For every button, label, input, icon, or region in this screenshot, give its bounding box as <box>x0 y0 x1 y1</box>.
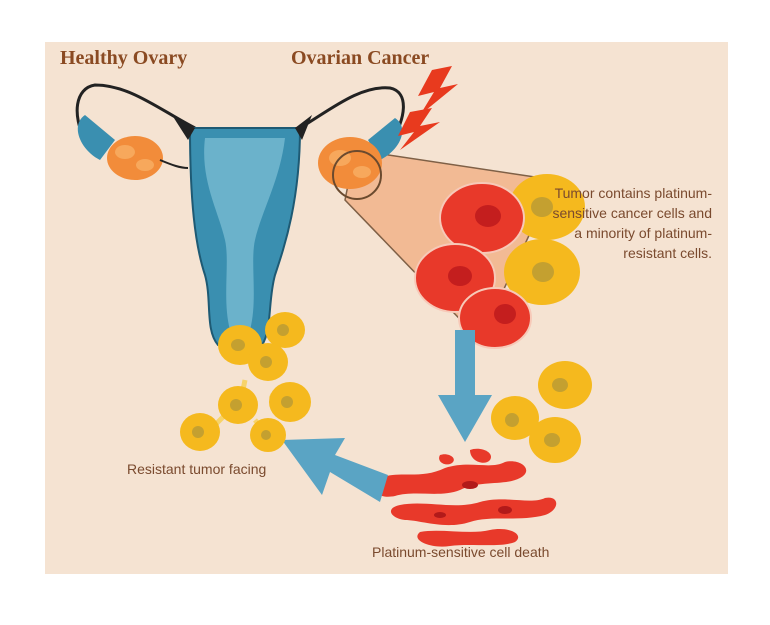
ovarian-cancer-title: Ovarian Cancer <box>291 47 430 69</box>
left-fallopian-tube-fill <box>77 115 115 160</box>
resistant-cell-nucleus <box>531 197 553 217</box>
resistant-cell-nucleus <box>230 399 242 411</box>
resistant-cell-nucleus <box>261 430 271 440</box>
resistant-tumor-caption: Resistant tumor facing <box>127 461 267 477</box>
healthy-ovary-title: Healthy Ovary <box>60 47 188 69</box>
uterus-cavity <box>204 138 285 330</box>
sensitive-cell-nucleus <box>448 266 472 286</box>
resistant-cell-nucleus <box>544 433 560 447</box>
cell-death-caption: Platinum-sensitive cell death <box>372 544 550 560</box>
left-fallopian-tube <box>75 83 196 141</box>
tumor-focus-circle <box>332 150 382 200</box>
cancer-ovary-texture-2 <box>353 166 371 178</box>
resistant-cell-nucleus <box>505 413 519 427</box>
uterine-wing-right <box>295 115 312 140</box>
healthy-ovary-texture-2 <box>136 159 154 171</box>
down-arrow <box>438 330 492 442</box>
dead-cell-debris <box>372 448 557 547</box>
healthy-ovary <box>107 136 163 180</box>
dead-cell-nuclei <box>434 481 512 518</box>
lightning-icon <box>418 66 458 115</box>
resistant-tumor-cluster <box>180 312 311 452</box>
surviving-resistant-cells <box>491 361 592 463</box>
sensitive-cell-nucleus <box>475 205 501 227</box>
right-fallopian-tube <box>299 86 405 141</box>
lightning-icon-2 <box>398 108 440 150</box>
uterine-wing-left <box>172 115 195 140</box>
resistant-cell-nucleus <box>260 356 272 368</box>
left-ligament <box>159 159 189 169</box>
tumor-cell-cluster <box>414 174 585 349</box>
sensitive-cell-nucleus <box>494 304 516 324</box>
healthy-ovary-texture <box>115 145 135 159</box>
resistant-cell-nucleus <box>192 426 204 438</box>
resistant-cell-nucleus <box>552 378 568 392</box>
cancer-ovary <box>318 137 382 189</box>
resistant-cell-nucleus <box>277 324 289 336</box>
return-arrow <box>282 438 388 502</box>
tumor-composition-caption: Tumor contains platinum-sensitive cancer… <box>552 185 712 261</box>
resistant-cell-nucleus <box>532 262 554 282</box>
resistant-cell-nucleus <box>231 339 245 351</box>
resistant-cell-nucleus <box>281 396 293 408</box>
